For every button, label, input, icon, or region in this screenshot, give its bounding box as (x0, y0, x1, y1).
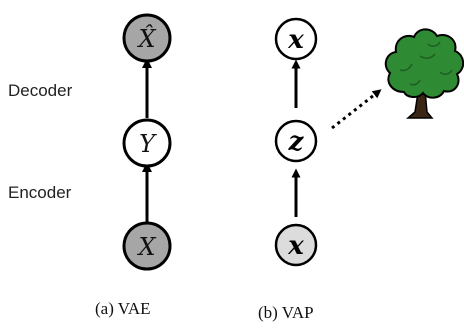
vae-panel: Decoder Encoder X̂ Y X (a) VAE (8, 13, 172, 318)
tree-icon (384, 28, 464, 119)
vap-panel: x z x (b) VAP (258, 17, 464, 322)
vae-latent-node-label: Y (139, 130, 157, 158)
vap-input-node: x (274, 223, 318, 267)
vae-input-node: X (122, 221, 172, 271)
vap-output-node: x (274, 17, 318, 61)
vae-latent-node: Y (122, 118, 172, 168)
vap-latent-node: z (274, 119, 318, 163)
vae-output-node-label: X̂ (136, 25, 156, 53)
vap-output-node-label: x (287, 25, 304, 55)
encoder-label: Encoder (8, 183, 72, 202)
vap-dotted-arrow (331, 89, 382, 130)
vap-caption: (b) VAP (258, 303, 314, 322)
decoder-label: Decoder (8, 81, 73, 100)
vap-input-node-label: x (287, 231, 304, 261)
vae-output-node: X̂ (122, 13, 172, 63)
vae-caption: (a) VAE (95, 299, 151, 318)
vap-latent-node-label: z (288, 127, 305, 157)
vae-input-node-label: X (136, 233, 156, 261)
